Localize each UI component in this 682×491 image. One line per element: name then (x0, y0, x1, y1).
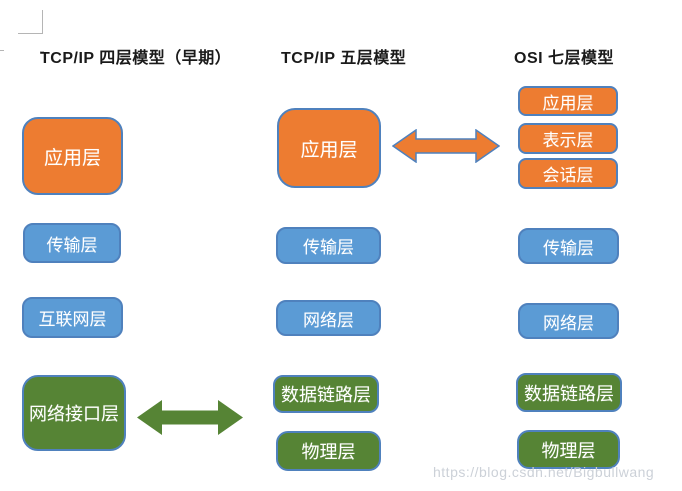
col1-transport-layer-box: 传输层 (23, 223, 121, 263)
col1-internet-layer-box: 互联网层 (22, 297, 123, 338)
left-edge-tick (0, 50, 4, 51)
column-title-osi7: OSI 七层模型 (514, 50, 615, 67)
col3-physical-layer-box: 物理层 (517, 430, 620, 469)
col2-network-layer-box: 网络层 (276, 300, 381, 336)
col3-data-link-layer-box: 数据链路层 (516, 373, 622, 412)
col2-application-layer-box: 应用层 (277, 108, 381, 188)
green-double-arrow-icon (137, 399, 243, 436)
orange-double-arrow-icon (392, 129, 500, 163)
col2-data-link-layer-box: 数据链路层 (273, 375, 379, 413)
col1-network-interface-layer-box: 网络接口层 (22, 375, 126, 451)
col3-session-layer-box: 会话层 (518, 158, 618, 189)
column-title-tcpip4: TCP/IP 四层模型（早期） (40, 50, 232, 67)
col3-network-layer-box: 网络层 (518, 303, 619, 339)
col1-application-layer-box: 应用层 (22, 117, 123, 195)
col3-presentation-layer-box: 表示层 (518, 123, 618, 154)
watermark: https://blog.csdn.net/Bigbullwang (433, 464, 655, 480)
page-corner-mark (18, 10, 43, 34)
column-title-tcpip5: TCP/IP 五层模型 (281, 50, 407, 67)
col3-application-layer-box: 应用层 (518, 86, 618, 116)
col2-physical-layer-box: 物理层 (276, 431, 381, 471)
margin-tick (40, 51, 44, 52)
col3-transport-layer-box: 传输层 (518, 228, 619, 264)
col2-transport-layer-box: 传输层 (276, 227, 381, 264)
